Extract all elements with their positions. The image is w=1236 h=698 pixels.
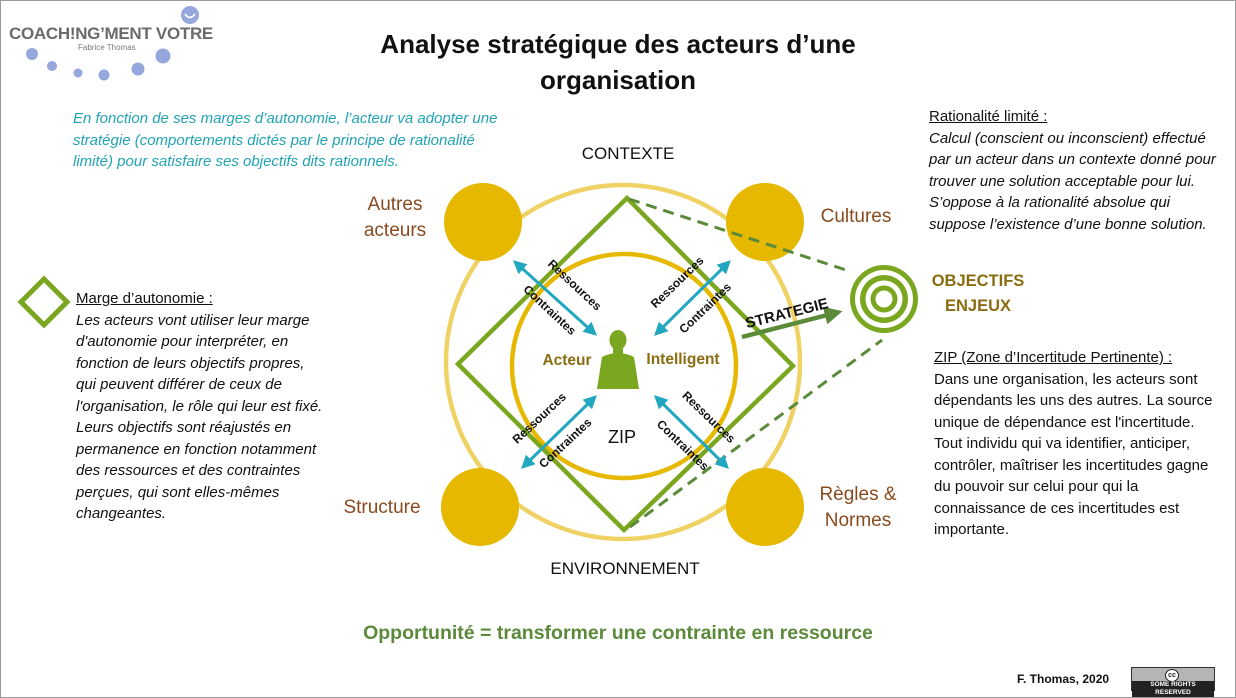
intro-text: En fonction de ses marges d’autonomie, l… bbox=[73, 110, 498, 170]
marge-block: Marge d’autonomie : Les acteurs vont uti… bbox=[76, 288, 326, 525]
marge-diamond-icon bbox=[17, 275, 71, 329]
intelligent-label: Intelligent bbox=[646, 351, 719, 368]
circle-cultures bbox=[726, 183, 804, 261]
zip-text: Dans une organisation, les acteurs sont … bbox=[934, 370, 1213, 539]
circle-regles bbox=[726, 468, 804, 546]
license-badge: cc SOME RIGHTS RESERVED bbox=[1131, 667, 1215, 697]
inner-ring bbox=[509, 251, 739, 481]
marge-text: Les acteurs vont utiliser leur marge d'a… bbox=[76, 311, 323, 523]
arrow-top-right bbox=[654, 260, 731, 336]
marge-heading: Marge d’autonomie : bbox=[76, 290, 213, 307]
arrow-bottom-right bbox=[654, 395, 729, 469]
arrow-bottom-left bbox=[521, 395, 597, 469]
logo-dots-icon bbox=[26, 6, 199, 81]
rationalite-text: Calcul (conscient ou inconscient) effect… bbox=[929, 129, 1216, 233]
autres-acteurs-label: Autres acteurs bbox=[340, 192, 450, 244]
person-icon bbox=[597, 330, 639, 389]
rationalite-heading: Rationalité limité : bbox=[929, 108, 1048, 125]
dashed-link-top bbox=[628, 197, 850, 273]
objectifs-line2: ENJEUX bbox=[944, 297, 1012, 315]
contexte-label: CONTEXTE bbox=[581, 144, 675, 163]
target-icon bbox=[850, 265, 918, 333]
page-title-line1: Analyse stratégique des acteurs d’une bbox=[380, 29, 856, 59]
acteur-label: Acteur bbox=[542, 352, 591, 369]
cultures-label: Cultures bbox=[820, 206, 892, 227]
circle-autres-acteurs bbox=[444, 183, 522, 261]
zip-block: ZIP (Zone d’Incertitude Pertinente) : Da… bbox=[934, 347, 1226, 541]
objectifs-enjeux-label: OBJECTIFS ENJEUX bbox=[922, 269, 1034, 319]
credit-text: F. Thomas, 2020 bbox=[1017, 672, 1110, 686]
regles-line2: Normes bbox=[824, 510, 892, 531]
logo-author: Fabrice Thomas bbox=[78, 43, 136, 52]
circle-structure bbox=[441, 468, 519, 546]
objectifs-line1: OBJECTIFS bbox=[931, 272, 1025, 290]
rationalite-block: Rationalité limité : Calcul (conscient o… bbox=[929, 106, 1229, 235]
license-text: SOME RIGHTS RESERVED bbox=[1132, 681, 1214, 697]
outer-ring bbox=[443, 182, 803, 542]
opportunite-text: Opportunité = transformer une contrainte… bbox=[363, 622, 873, 644]
zip-label: ZIP bbox=[608, 427, 636, 447]
arrow-top-left bbox=[512, 260, 598, 336]
dashed-link-bottom bbox=[629, 338, 883, 529]
autres-acteurs-line2: acteurs bbox=[363, 220, 427, 241]
strategy-arrow bbox=[741, 306, 843, 340]
page-title-line2: organisation bbox=[539, 65, 696, 95]
regles-normes-label: Règles & Normes bbox=[808, 482, 908, 534]
structure-label: Structure bbox=[343, 497, 421, 518]
page-title: Analyse stratégique des acteurs d’une or… bbox=[318, 26, 918, 98]
logo-brand: COACH!NG’MENT VOTRE bbox=[9, 24, 213, 43]
autres-acteurs-line1: Autres bbox=[367, 194, 423, 215]
regles-line1: Règles & bbox=[819, 484, 897, 505]
environnement-label: ENVIRONNEMENT bbox=[550, 559, 700, 578]
zip-heading: ZIP (Zone d’Incertitude Pertinente) : bbox=[934, 349, 1173, 366]
